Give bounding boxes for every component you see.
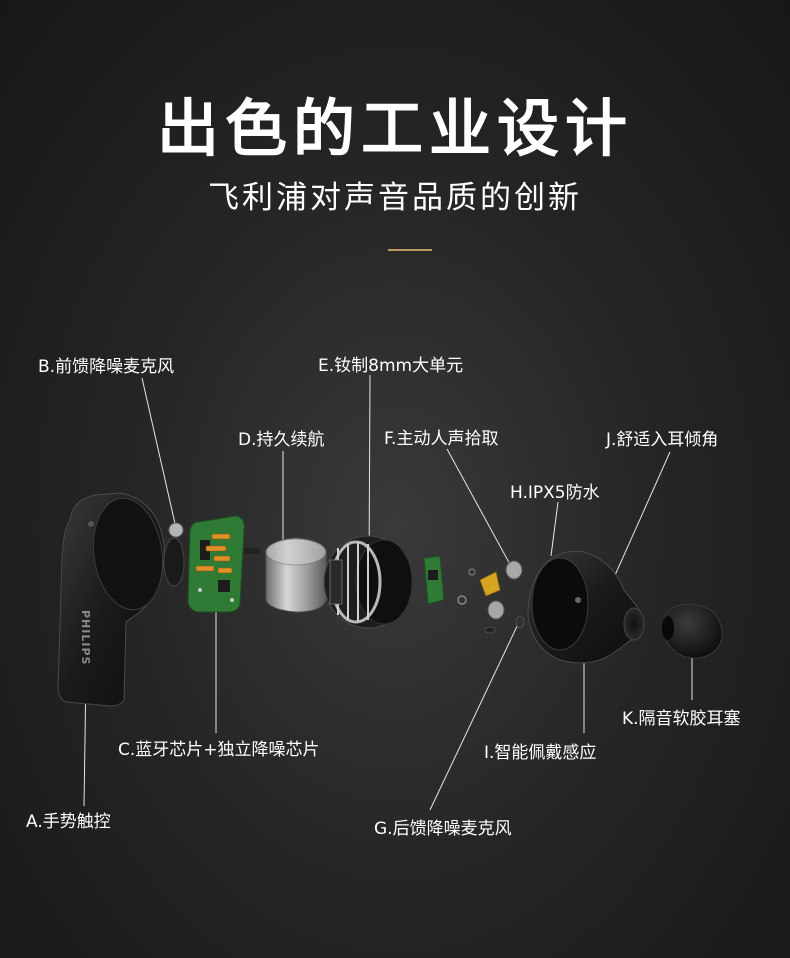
bluetooth-pcb <box>187 515 260 613</box>
gold-contact <box>479 571 501 597</box>
leader-line-g <box>429 619 521 811</box>
voice-mic <box>505 560 523 580</box>
label-e-driver: E.钕制8mm大单元 <box>318 356 464 376</box>
label-j-ear-angle: J.舒适入耳倾角 <box>606 430 719 450</box>
wear-sensor <box>575 597 581 603</box>
battery-cell <box>265 537 327 613</box>
feedback-mic <box>487 600 505 620</box>
touch-sensor-dot <box>88 521 94 527</box>
feedforward-mic <box>163 522 185 587</box>
pcb-connector <box>244 548 260 554</box>
nozzle <box>623 607 645 641</box>
label-a-touch: A.手势触控 <box>26 812 111 832</box>
label-h-waterproof: H.IPX5防水 <box>510 483 600 503</box>
page-subtitle: 飞利浦对声音品质的创新 <box>208 180 582 216</box>
label-i-wear-detection: I.智能佩戴感应 <box>484 743 597 763</box>
leader-line-b <box>141 377 177 529</box>
label-d-battery: D.持久续航 <box>238 430 325 450</box>
leader-line-f <box>446 448 513 569</box>
silicone-ear-tip <box>662 603 723 659</box>
earbud-shell: PHILIPS <box>57 492 165 707</box>
label-c-chips: C.蓝牙芯片+独立降噪芯片 <box>118 740 320 760</box>
label-k-ear-tip: K.隔音软胶耳塞 <box>622 709 741 729</box>
leader-line-j <box>611 451 671 583</box>
brand-logo: PHILIPS <box>79 610 92 665</box>
leader-line-h <box>550 501 559 557</box>
voice-pickup-module <box>423 555 525 634</box>
title-divider <box>388 249 432 251</box>
inner-housing <box>527 550 645 664</box>
label-g-feedback-mic: G.后馈降噪麦克风 <box>374 819 512 839</box>
label-b-feedforward-mic: B.前馈降噪麦克风 <box>38 357 175 377</box>
label-f-voice-pickup: F.主动人声拾取 <box>384 429 499 449</box>
driver-unit <box>323 535 413 629</box>
page-title: 出色的工业设计 <box>156 92 633 165</box>
